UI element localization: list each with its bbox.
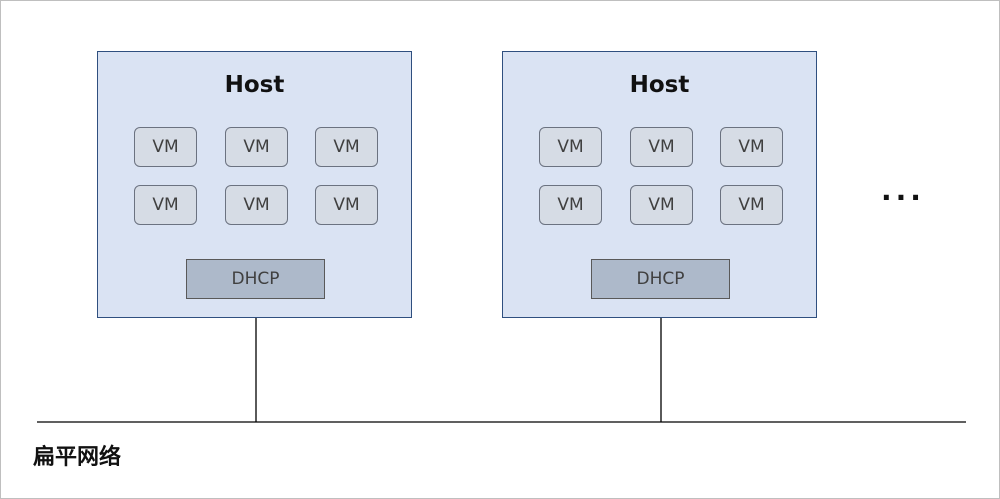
vm-box: VM — [225, 127, 288, 167]
vm-box: VM — [225, 185, 288, 225]
host-box-1: Host VM VM VM VM VM VM DHCP — [97, 51, 412, 318]
host-title: Host — [224, 72, 285, 98]
vm-box: VM — [315, 127, 378, 167]
dhcp-box: DHCP — [186, 259, 325, 299]
vm-box: VM — [720, 127, 783, 167]
vm-box: VM — [630, 185, 693, 225]
host-title: Host — [629, 72, 690, 98]
vm-box: VM — [134, 185, 197, 225]
vm-box: VM — [539, 127, 602, 167]
vm-box: VM — [134, 127, 197, 167]
vm-box: VM — [630, 127, 693, 167]
dhcp-box: DHCP — [591, 259, 730, 299]
host-box-2: Host VM VM VM VM VM VM DHCP — [502, 51, 817, 318]
network-label: 扁平网络 — [33, 445, 122, 470]
vm-box: VM — [315, 185, 378, 225]
vm-box: VM — [539, 185, 602, 225]
vm-box: VM — [720, 185, 783, 225]
more-hosts-ellipsis: ··· — [881, 181, 925, 214]
